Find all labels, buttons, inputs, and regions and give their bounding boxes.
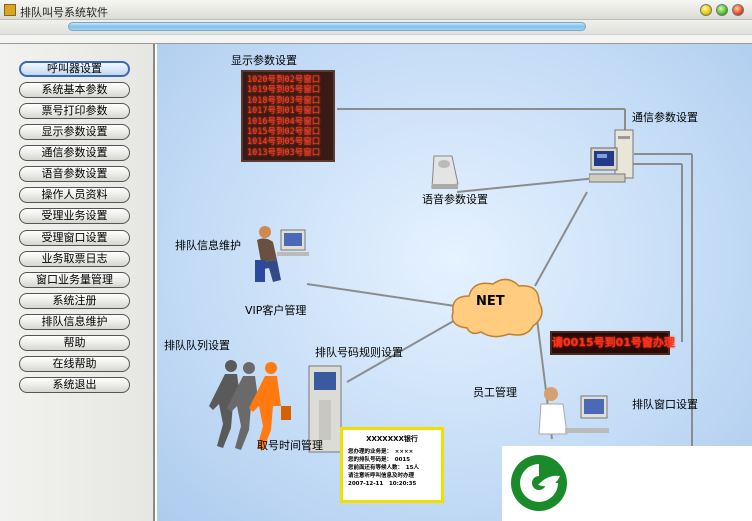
operator-icon[interactable] bbox=[247, 222, 313, 288]
sidebar-item-business-settings[interactable]: 受理业务设置 bbox=[19, 208, 130, 224]
led-row: 1016号到04号窗口 bbox=[247, 116, 321, 127]
staff-icon[interactable] bbox=[537, 384, 617, 446]
toolbar bbox=[0, 20, 752, 34]
brand-logo bbox=[511, 455, 567, 511]
queue-list-label[interactable]: 排队队列设置 bbox=[164, 339, 230, 352]
led-strip-display[interactable]: 请0015号到01号窗办理 bbox=[550, 331, 675, 355]
number-rules-label[interactable]: 排队号码规则设置 bbox=[315, 346, 403, 359]
close-button[interactable] bbox=[732, 4, 744, 16]
staff-label[interactable]: 员工管理 bbox=[473, 386, 517, 399]
ticket-date: 2007-12-11 bbox=[348, 481, 384, 487]
network-cloud-icon[interactable] bbox=[447, 276, 547, 340]
sidebar-item-ticket-log[interactable]: 业务取票日志 bbox=[19, 251, 130, 267]
led-row: 1017号到01号窗口 bbox=[247, 106, 321, 117]
ticket-time: 10:20:35 bbox=[388, 481, 417, 487]
sidebar-item-ticket-print[interactable]: 票号打印参数 bbox=[19, 103, 130, 119]
sample-ticket: XXXXXXX银行 您办理的业务是： ×××× 您的排队号码是： 0015 您前… bbox=[340, 427, 444, 503]
computer-icon[interactable] bbox=[589, 128, 639, 190]
voice-settings-label[interactable]: 语音参数设置 bbox=[422, 193, 488, 206]
led-row: 1014号到05号窗口 bbox=[247, 137, 321, 148]
title-bar: 排队叫号系统软件 bbox=[0, 0, 752, 20]
sidebar-item-operators[interactable]: 操作人员资料 bbox=[19, 187, 130, 203]
sidebar-item-help[interactable]: 帮助 bbox=[19, 335, 130, 351]
sidebar: 呼叫器设置 系统基本参数 票号打印参数 显示参数设置 通信参数设置 语音参数设置… bbox=[0, 44, 155, 521]
walking-people-icon[interactable] bbox=[201, 358, 301, 458]
net-label: NET bbox=[476, 294, 505, 309]
queue-info-label[interactable]: 排队信息维护 bbox=[175, 239, 241, 252]
separator bbox=[0, 34, 752, 44]
display-settings-label[interactable]: 显示参数设置 bbox=[231, 54, 297, 67]
ticket-datetime: 2007-12-11 10:20:35 bbox=[348, 480, 436, 488]
ticket-line: 您的排队号码是： 0015 bbox=[348, 457, 411, 463]
minimize-button[interactable] bbox=[700, 4, 712, 16]
ticket-time-label[interactable]: 取号时间管理 bbox=[257, 439, 323, 452]
led-display-panel[interactable]: 1020号到02号窗口 1019号到05号窗口 1018号到03号窗口 1017… bbox=[241, 70, 335, 162]
ticket-kiosk-icon[interactable] bbox=[307, 364, 343, 456]
maximize-button[interactable] bbox=[716, 4, 728, 16]
speaker-icon[interactable] bbox=[428, 154, 462, 192]
sidebar-item-online-help[interactable]: 在线帮助 bbox=[19, 356, 130, 372]
ticket-line: 请注意听呼叫信息及时办理 bbox=[348, 473, 415, 479]
window-title: 排队叫号系统软件 bbox=[20, 6, 108, 19]
sidebar-item-exit[interactable]: 系统退出 bbox=[19, 377, 130, 393]
sidebar-item-comm-settings[interactable]: 通信参数设置 bbox=[19, 145, 130, 161]
ticket-line: 您前面还有等候人数： 15人 bbox=[348, 465, 419, 471]
vip-label[interactable]: VIP客户管理 bbox=[245, 304, 307, 317]
window-settings-label[interactable]: 排队窗口设置 bbox=[632, 398, 698, 411]
sidebar-item-voice-settings[interactable]: 语音参数设置 bbox=[19, 166, 130, 182]
network-diagram: 1020号到02号窗口 1019号到05号窗口 1018号到03号窗口 1017… bbox=[157, 44, 752, 521]
led-row: 1015号到02号窗口 bbox=[247, 127, 321, 138]
sidebar-item-display-settings[interactable]: 显示参数设置 bbox=[19, 124, 130, 140]
sidebar-item-system-params[interactable]: 系统基本参数 bbox=[19, 82, 130, 98]
app-icon bbox=[4, 4, 16, 16]
led-row: 1013号到03号窗口 bbox=[247, 147, 321, 158]
led-row: 1018号到03号窗口 bbox=[247, 95, 321, 106]
sidebar-item-queue-info[interactable]: 排队信息维护 bbox=[19, 314, 130, 330]
toolbar-decoration bbox=[68, 22, 586, 31]
logo-area bbox=[502, 446, 752, 521]
comm-settings-label[interactable]: 通信参数设置 bbox=[632, 111, 698, 124]
sidebar-item-registration[interactable]: 系统注册 bbox=[19, 293, 130, 309]
sidebar-item-window-settings[interactable]: 受理窗口设置 bbox=[19, 230, 130, 246]
sidebar-item-window-volume[interactable]: 窗口业务量管理 bbox=[19, 272, 130, 288]
ticket-line: 您办理的业务是： ×××× bbox=[348, 449, 414, 455]
led-row: 1020号到02号窗口 bbox=[247, 75, 321, 85]
led-row: 1019号到05号窗口 bbox=[247, 85, 321, 96]
sidebar-item-caller-settings[interactable]: 呼叫器设置 bbox=[19, 61, 130, 77]
ticket-title: XXXXXXX银行 bbox=[366, 435, 418, 443]
